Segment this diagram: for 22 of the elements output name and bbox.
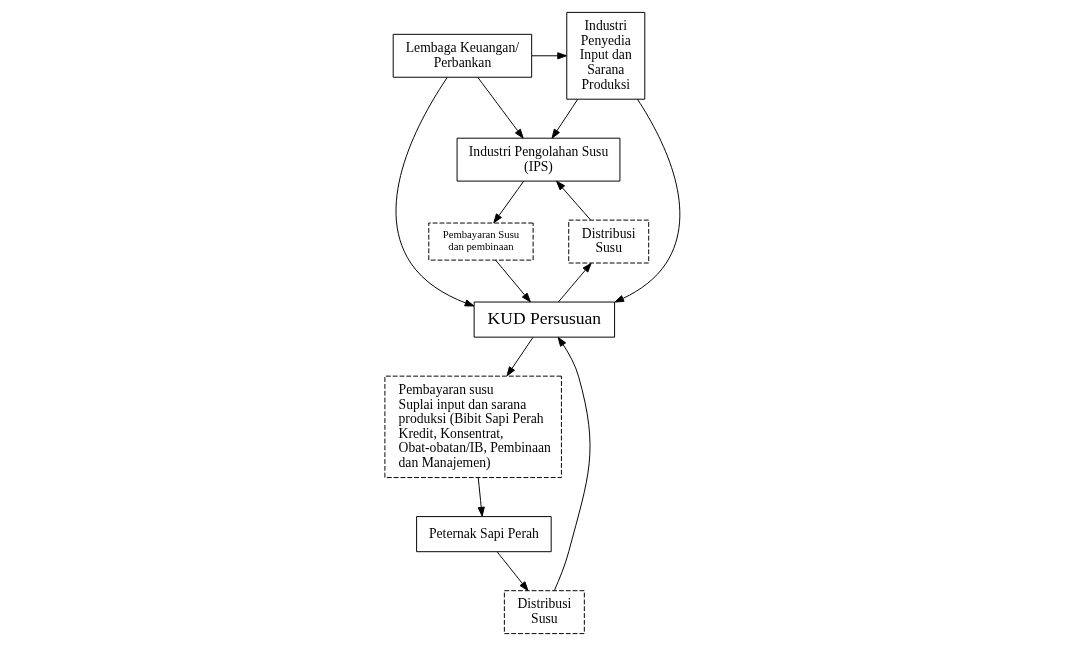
arrow <box>495 259 531 303</box>
arrow <box>496 551 529 592</box>
node-box: Distribusi Susu <box>503 590 585 635</box>
arrow <box>506 337 534 377</box>
arrow <box>477 477 485 517</box>
node-box: KUD Persusuan <box>473 301 616 338</box>
arrow <box>556 180 592 221</box>
node-box: Peternak Sapi Perah <box>416 516 552 553</box>
arrow <box>557 262 592 303</box>
node-box: Industri Penyedia Input dan Sarana Produksi <box>566 11 646 100</box>
arrow <box>531 52 567 60</box>
arrow <box>477 76 524 139</box>
node-box: Pembayaran susu Suplai input dan sarana produksi (Bibit Sapi Perah Kredit, Konsentrat, Obat-obatan/IB, Pembinaan dan Manajemen) <box>384 375 562 479</box>
arrow <box>614 98 681 303</box>
arrow <box>395 76 475 307</box>
arrow <box>551 98 579 139</box>
node-box: Pembayaran Susu dan pembinaan <box>428 222 534 261</box>
node-box: Lembaga Keuangan/ Perbankan <box>392 33 533 78</box>
arrow <box>553 336 591 591</box>
node-box: Industri Pengolahan Susu (IPS) <box>456 137 621 182</box>
node-box: Distribusi Susu <box>568 219 650 264</box>
arrow <box>493 180 525 224</box>
